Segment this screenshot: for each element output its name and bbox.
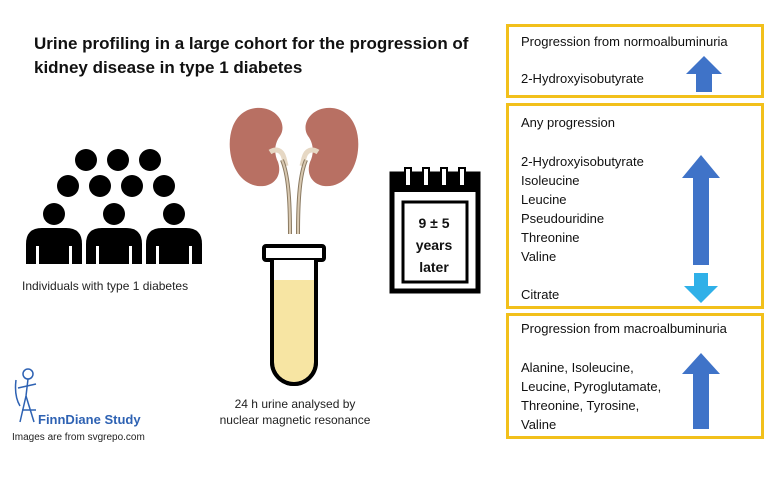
finndiane-logo-icon: [14, 368, 37, 423]
panel-any-item: 2-Hydroxyisobutyrate: [521, 154, 644, 169]
kidneys-icon: [229, 107, 359, 234]
panel-any-heading: Any progression: [521, 115, 615, 130]
test-tube-icon: [262, 244, 326, 386]
panel-normoalbuminuria: Progression from normoalbuminuria 2-Hydr…: [506, 24, 764, 98]
panel-macro-item: Valine: [521, 417, 557, 432]
individuals-caption: Individuals with type 1 diabetes: [22, 279, 189, 293]
panel-macro-item: Leucine, Pyroglutamate,: [521, 379, 662, 394]
arrow-up-icon: [682, 155, 720, 265]
panel-macro-item: Alanine, Isoleucine,: [521, 360, 634, 375]
calendar-line1: 9 ± 5: [418, 215, 450, 231]
calendar-icon: [389, 167, 481, 294]
panel-any-item: Leucine: [521, 192, 567, 207]
panel-macroalbuminuria: Progression from macroalbuminuria Alanin…: [506, 313, 764, 439]
panel-any-item-down: Citrate: [521, 287, 560, 302]
urine-caption-line1: 24 h urine analysed by: [234, 397, 356, 411]
panel-macro-item: Threonine, Tyrosine,: [521, 398, 640, 413]
arrow-down-icon: [684, 273, 718, 303]
diagram-title: Urine profiling in a large cohort for th…: [34, 34, 469, 77]
panel-normo-heading: Progression from normoalbuminuria: [521, 34, 728, 49]
panel-any-progression: Any progression 2-Hydroxyisobutyrate Iso…: [506, 103, 764, 309]
study-name: FinnDiane Study: [38, 412, 141, 427]
panel-normo-item: 2-Hydroxyisobutyrate: [521, 71, 644, 86]
calendar-line2: years: [415, 237, 453, 253]
calendar-line3: later: [419, 259, 449, 275]
panel-any-item: Pseudouridine: [521, 211, 605, 226]
panel-macro-heading: Progression from macroalbuminuria: [521, 321, 727, 336]
panel-any-item: Valine: [521, 249, 557, 264]
panel-any-item: Threonine: [521, 230, 580, 245]
calendar-text: 9 ± 5 years later: [394, 212, 474, 278]
urine-caption-line2: nuclear magnetic resonance: [219, 413, 371, 427]
people-group-icon: [26, 149, 202, 264]
panel-any-item: Isoleucine: [521, 173, 580, 188]
arrow-up-icon: [682, 353, 720, 429]
arrow-up-icon: [686, 56, 722, 92]
image-credit: Images are from svgrepo.com: [12, 432, 145, 443]
